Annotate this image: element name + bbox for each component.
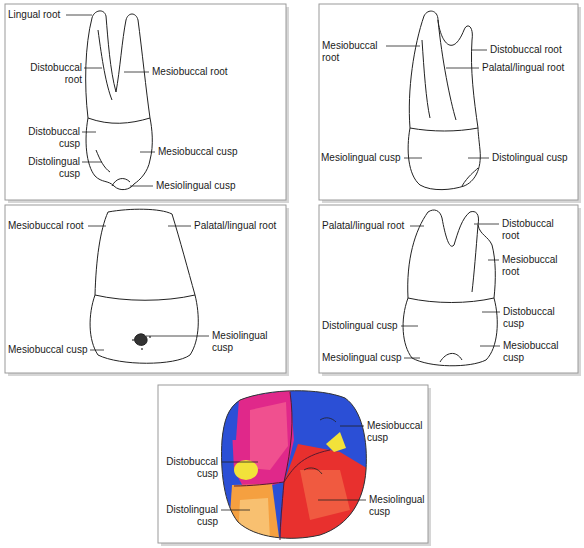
part-label: Distobuccal cusp [18,126,80,150]
part-label: Distobuccal cusp [503,306,565,330]
part-label: Distolingual cusp [18,156,80,180]
tooth-view-4 [403,210,497,366]
part-label: Palatal/lingual root [194,220,276,232]
part-label: Mesiobuccal root [8,220,84,232]
part-label: Mesiolingual cusp [212,330,274,354]
part-label: Distolingual cusp [492,152,568,164]
part-label: Mesiobuccal root [502,254,564,278]
tooth-view-1 [86,11,153,190]
part-label: Distobuccal cusp [160,456,218,480]
part-label: Mesiobuccal cusp [503,340,565,364]
part-label: Distobuccal root [20,62,82,86]
part-label: Mesiolingual cusp [322,352,402,364]
part-label: Mesiobuccal cusp [367,420,425,444]
occlusal-view [215,385,375,545]
tooth-view-3 [90,209,198,363]
part-label: Palatal/lingual root [482,62,564,74]
part-label: Mesiolingual cusp [369,494,427,518]
part-label: Mesiobuccal cusp [8,344,87,356]
part-label: Mesiolingual cusp [321,152,401,164]
leader-lines [66,15,500,510]
part-label: Distobuccal root [490,44,562,56]
part-label: Distobuccal root [502,218,564,242]
part-label: Mesiolingual cusp [156,180,236,192]
part-label: Mesiobuccal root [322,40,384,64]
part-label: Mesiobuccal cusp [158,146,237,158]
part-label: Distolingual cusp [322,320,398,332]
tooth-view-2 [408,11,480,190]
panel-frames [5,4,581,546]
part-label: Lingual root [8,9,60,21]
part-label: Mesiobuccal root [152,66,228,78]
part-label: Palatal/lingual root [322,220,404,232]
part-label: Distolingual cusp [160,504,218,528]
